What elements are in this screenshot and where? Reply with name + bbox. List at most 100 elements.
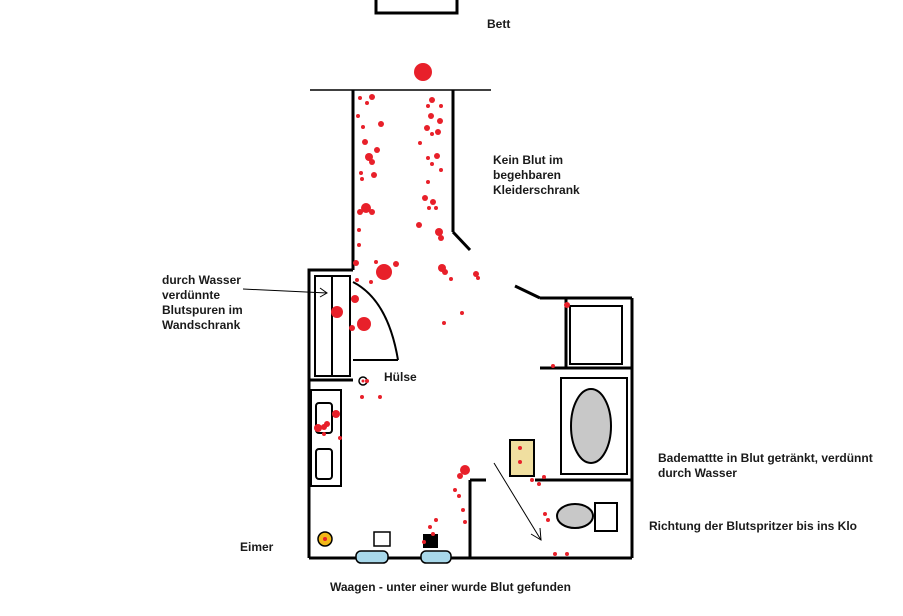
blood-drop — [332, 410, 340, 418]
blood-drop — [361, 125, 365, 129]
blood-drop — [361, 203, 371, 213]
blood-drop — [422, 195, 428, 201]
blood-drop — [371, 172, 377, 178]
blood-drop — [457, 473, 463, 479]
blood-drop — [365, 101, 369, 105]
spray-direction-arrow — [493, 462, 542, 541]
blood-drop — [353, 260, 359, 266]
blood-drop — [460, 465, 470, 475]
blood-drop — [435, 228, 443, 236]
blood-drop — [393, 261, 399, 267]
scale-right — [420, 550, 452, 564]
blood-drop — [365, 379, 369, 383]
blood-drop — [351, 295, 359, 303]
bath-mat — [509, 439, 535, 477]
blood-drop — [360, 177, 364, 181]
hallway-walls — [310, 89, 632, 300]
blood-drop — [564, 302, 570, 308]
blood-drop — [331, 306, 343, 318]
blood-drop — [322, 432, 326, 436]
blood-drop — [435, 129, 441, 135]
blood-drop — [369, 159, 375, 165]
scales — [355, 550, 452, 564]
blood-drop — [424, 125, 430, 131]
vanity-sinks — [310, 389, 342, 487]
blood-drop — [362, 139, 368, 145]
bed-outline — [374, 0, 459, 15]
blood-drop — [565, 552, 569, 556]
blood-drop — [449, 277, 453, 281]
label-bucket: Eimer — [240, 540, 274, 554]
blood-drop — [460, 311, 464, 315]
blood-drop — [439, 168, 443, 172]
blood-drop — [360, 395, 364, 399]
blood-drop — [357, 243, 361, 247]
blood-drop — [426, 156, 430, 160]
blood-drop — [439, 104, 443, 108]
blood-drop — [358, 96, 362, 100]
blood-drop — [418, 141, 422, 145]
label-bed: Bett — [487, 17, 510, 31]
blood-drop — [427, 206, 431, 210]
label-direction: Richtung der Blutspritzer bis ins Klo — [649, 519, 857, 533]
blood-drop — [473, 271, 479, 277]
door-swing — [352, 281, 399, 361]
blood-drop — [429, 97, 435, 103]
wall-cabinet — [314, 275, 351, 377]
blood-drop — [442, 321, 446, 325]
blood-drop — [357, 209, 363, 215]
blood-drop — [324, 421, 330, 427]
blood-drop — [426, 104, 430, 108]
blood-drop — [428, 525, 432, 529]
label-wardrobe: durch Wasser verdünnte Blutspuren im Wan… — [162, 273, 243, 332]
blood-drop — [530, 478, 534, 482]
toilet — [556, 502, 618, 532]
blood-drop — [357, 317, 371, 331]
blood-drop — [430, 199, 436, 205]
blood-drop — [463, 520, 467, 524]
blood-drop — [442, 269, 448, 275]
label-closet: Kein Blut im begehbaren Kleiderschrank — [493, 153, 580, 197]
black-box — [423, 534, 438, 548]
blood-drop — [378, 395, 382, 399]
blood-drop — [543, 512, 547, 516]
blood-drop — [428, 113, 434, 119]
blood-drop — [553, 552, 557, 556]
label-casing: Hülse — [384, 370, 417, 384]
blood-drop — [542, 475, 546, 479]
blood-drop — [338, 436, 342, 440]
blood-drop — [426, 180, 430, 184]
blood-drop — [378, 121, 384, 127]
bathtub — [560, 377, 628, 475]
label-bathmat: Bademattte in Blut getränkt, verdünnt du… — [658, 451, 873, 480]
blood-drop — [434, 153, 440, 159]
blood-drop — [369, 280, 373, 284]
bucket-icon — [317, 531, 333, 547]
blood-drop — [434, 206, 438, 210]
blood-drop — [349, 325, 355, 331]
blood-drop — [434, 518, 438, 522]
blood-drop — [437, 118, 443, 124]
small-box — [373, 531, 391, 547]
label-scales: Waagen - unter einer wurde Blut gefunden — [330, 580, 571, 594]
blood-drop — [431, 532, 435, 536]
blood-drop — [369, 94, 375, 100]
blood-drop — [430, 132, 434, 136]
blood-drop — [546, 518, 550, 522]
blood-drop — [461, 508, 465, 512]
scale-left — [355, 550, 389, 564]
blood-drop — [518, 460, 522, 464]
blood-drop — [414, 63, 432, 81]
blood-drop — [365, 153, 373, 161]
blood-drop — [551, 364, 555, 368]
blood-drop — [476, 276, 480, 280]
blood-traces — [314, 63, 570, 556]
blood-drop — [438, 235, 444, 241]
blood-drop — [537, 482, 541, 486]
shower-cabinet — [569, 305, 623, 365]
blood-drop — [374, 260, 378, 264]
blood-drop — [355, 278, 359, 282]
blood-drop — [430, 162, 434, 166]
blood-drop — [369, 209, 375, 215]
